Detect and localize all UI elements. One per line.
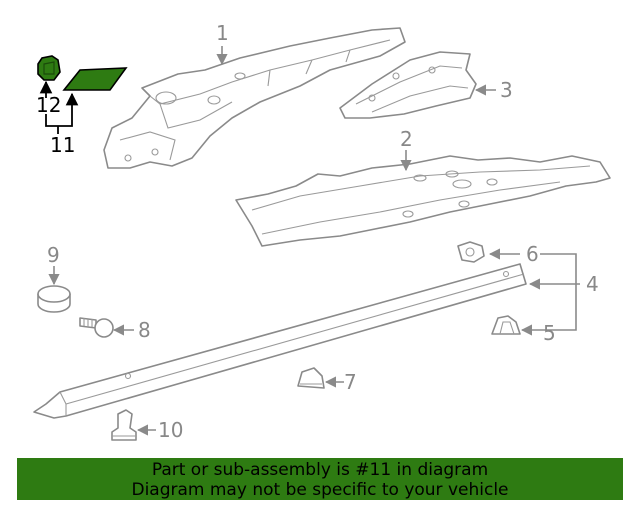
- parts-diagram: 1 2 3 4 5 6 7 8 9 10 11 12: [33, 21, 611, 442]
- banner-line-1: Part or sub-assembly is #11 in diagram: [151, 460, 489, 480]
- callout-10: 10: [158, 418, 183, 442]
- banner-line-2: Diagram may not be specific to your vehi…: [131, 480, 509, 500]
- callout-6: 6: [526, 242, 539, 266]
- leader-lines: [39, 46, 580, 436]
- part-1-floor-panel: [103, 27, 406, 169]
- part-5-retainer: [491, 315, 521, 335]
- part-11-sheet: [62, 67, 128, 91]
- callout-1: 1: [216, 21, 229, 45]
- fitment-banner: Part or sub-assembly is #11 in diagram D…: [17, 458, 623, 500]
- part-4-rocker-panel: [33, 263, 527, 419]
- callout-7: 7: [344, 370, 357, 394]
- part-6-clip: [457, 241, 485, 263]
- callout-2: 2: [400, 127, 413, 151]
- callout-4: 4: [586, 272, 599, 296]
- part-2-floor-cover: [235, 155, 611, 247]
- part-12-nut: [37, 55, 61, 81]
- part-10-push-clip: [111, 409, 137, 441]
- callout-3: 3: [500, 78, 513, 102]
- callout-labels: 1 2 3 4 5 6 7 8 9 10 11 12: [36, 21, 599, 442]
- part-7-clip: [297, 367, 325, 389]
- callout-5: 5: [543, 321, 556, 345]
- part-9-grommet: [37, 285, 71, 313]
- callout-9: 9: [47, 243, 60, 267]
- callout-12: 12: [36, 93, 61, 117]
- callout-8: 8: [138, 318, 151, 342]
- part-8-screw: [79, 317, 114, 338]
- part-3-undercover: [339, 51, 477, 119]
- callout-11: 11: [50, 133, 75, 157]
